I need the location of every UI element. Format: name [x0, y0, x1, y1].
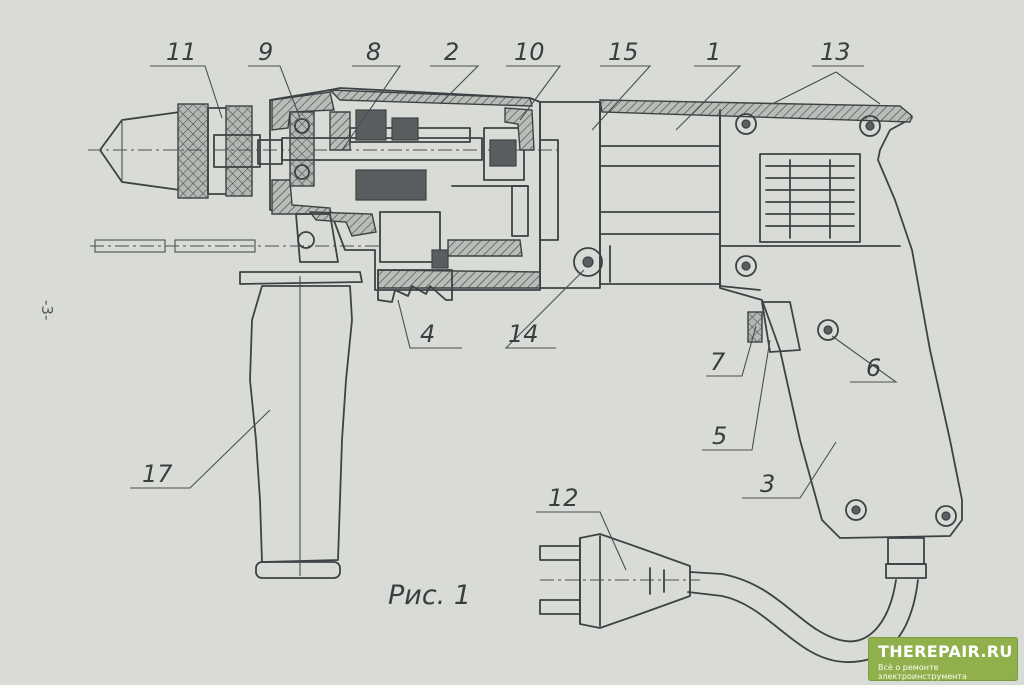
motor [539, 101, 721, 289]
callout-12: 12 [548, 484, 579, 512]
callout-14: 14 [508, 320, 539, 348]
watermark-title: THEREPAIR.RU [878, 642, 1013, 661]
callout-5: 5 [712, 422, 727, 450]
callout-15: 15 [608, 38, 639, 66]
gear-housing [269, 87, 541, 291]
callout-17: 17 [142, 460, 173, 488]
callout-11: 11 [166, 38, 197, 66]
plug-pin-bottom [539, 599, 581, 615]
vent-grille [759, 153, 861, 243]
callout-9: 9 [258, 38, 273, 66]
callout-13: 13 [820, 38, 851, 66]
callout-labels: 11 9 8 2 10 15 1 13 4 14 7 6 5 3 17 12 [142, 38, 881, 512]
watermark-subtitle: Всё о ремонте электроинструмента [878, 663, 967, 681]
plug-body [579, 533, 691, 629]
screws [735, 113, 957, 527]
callout-10: 10 [514, 38, 545, 66]
callout-2: 2 [444, 38, 459, 66]
power-cord [539, 533, 919, 663]
callout-6: 6 [866, 354, 881, 382]
lock-button [747, 311, 763, 343]
callout-3: 3 [760, 470, 775, 498]
chuck [99, 103, 283, 199]
plug-pin-top [539, 545, 581, 561]
callout-1: 1 [706, 38, 721, 66]
callout-8: 8 [366, 38, 381, 66]
trigger-switch [761, 301, 801, 353]
figure-caption: Рис. 1 [388, 580, 471, 611]
callout-4: 4 [420, 320, 435, 348]
callout-7: 7 [710, 348, 726, 376]
leader-lines [130, 65, 898, 571]
page-number: -3- [38, 300, 56, 320]
gear-selector-4 [377, 269, 453, 303]
side-handle [239, 213, 363, 579]
rear-body [599, 99, 963, 579]
watermark-badge[interactable]: THEREPAIR.RU Всё о ремонте электроинстру… [868, 637, 1018, 681]
